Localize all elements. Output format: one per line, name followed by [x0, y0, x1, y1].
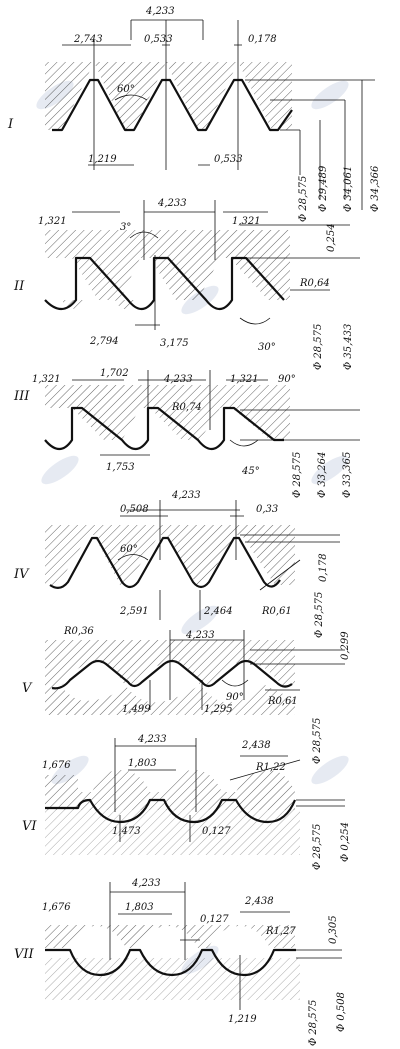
- dim-label: 4,233: [185, 630, 215, 641]
- dim-label: 0,254: [326, 223, 337, 252]
- roman-numeral: VI: [22, 819, 37, 834]
- dim-label: 0,508: [120, 504, 149, 515]
- profile-V: V 4,233 R0,36 0,299 1,499 1,295 90° R0,6…: [22, 626, 351, 764]
- dim-label: 0,533: [214, 154, 243, 165]
- dim-label: 1,321: [38, 216, 67, 227]
- profile-VI: VI 4,233 1,676 1,803 2,438 R1,22 1,473 0…: [22, 734, 351, 870]
- diameter-label: Φ 35,433: [343, 324, 354, 370]
- dim-label: 60°: [120, 544, 138, 555]
- diameter-label: Φ 0,508: [336, 992, 347, 1032]
- diameter-label: Φ 29,489: [318, 165, 329, 212]
- dim-label: 90°: [226, 692, 244, 703]
- dim-label: 0,178: [248, 34, 277, 45]
- profile-VII: VII 4,233 1,676 1,803 0,127 2,438 R1,27 …: [14, 878, 347, 1046]
- dim-label: 60°: [117, 84, 135, 95]
- diameter-label: Φ 34,366: [370, 165, 381, 212]
- dim-label: 1,676: [42, 760, 71, 771]
- profile-II: II 4,233 1,321 3° 1,321 0,254 R0,64 2,79…: [13, 198, 360, 370]
- diameter-label: Φ 0,254: [340, 822, 351, 862]
- dim-label: 4,233: [137, 734, 167, 745]
- diameter-label: Φ 28,575: [298, 176, 309, 222]
- dim-label: 0,305: [328, 915, 339, 944]
- dim-label: 1,321: [32, 374, 61, 385]
- profile-I: I 4,233 2,743 0,533 0,178 60° 1,219 0,53…: [7, 6, 381, 222]
- dim-label: 2,438: [241, 740, 271, 751]
- dim-label: 0,178: [318, 553, 329, 582]
- dim-label: 4,233: [145, 6, 175, 17]
- dim-label: 2,794: [89, 336, 119, 347]
- diameter-label: Φ 34,061: [343, 166, 354, 212]
- dim-label: 30°: [258, 342, 276, 353]
- dim-label: 0,127: [202, 826, 231, 837]
- dim-label: R0,36: [63, 626, 94, 637]
- dim-label: 4,233: [171, 490, 201, 501]
- dim-label: R1,22: [255, 762, 286, 773]
- dim-label: 2,464: [203, 606, 233, 617]
- dim-label: 1,676: [42, 902, 71, 913]
- diameter-label: Φ 28,575: [312, 718, 323, 764]
- dim-label: 1,321: [230, 374, 259, 385]
- dim-label: 4,233: [163, 374, 193, 385]
- dim-label: 2,438: [244, 896, 274, 907]
- dim-label: 3°: [120, 222, 131, 233]
- roman-numeral: III: [13, 389, 30, 404]
- dim-label: 1,702: [100, 368, 129, 379]
- dim-label: R1,27: [265, 926, 296, 937]
- dim-label: 2,743: [73, 34, 103, 45]
- dim-label: 0,533: [144, 34, 173, 45]
- dim-label: 3,175: [160, 338, 189, 349]
- dim-label: 90°: [278, 374, 296, 385]
- dim-label: 1,753: [106, 462, 135, 473]
- diameter-label: Φ 28,575: [292, 452, 303, 498]
- dim-label: 1,219: [228, 1014, 257, 1025]
- diameter-label: Φ 33,365: [342, 452, 353, 498]
- diameter-label: Φ 28,575: [312, 824, 323, 870]
- dim-label: 1,499: [122, 704, 151, 715]
- dim-label: 1,295: [204, 704, 233, 715]
- dim-label: 1,803: [125, 902, 154, 913]
- roman-numeral: II: [13, 279, 25, 294]
- dim-label: 1,473: [112, 826, 141, 837]
- roman-numeral: I: [7, 117, 14, 132]
- dim-label: 0,33: [256, 504, 278, 515]
- dim-label: 4,233: [131, 878, 161, 889]
- dim-label: 2,591: [119, 606, 149, 617]
- diameter-label: Φ 28,575: [308, 1000, 319, 1046]
- roman-numeral: V: [22, 681, 33, 696]
- dim-label: 45°: [241, 466, 260, 477]
- dim-label: R0,64: [299, 278, 330, 289]
- dim-label: R0,61: [261, 606, 292, 617]
- diameter-label: Φ 28,575: [314, 592, 325, 638]
- roman-numeral: VII: [14, 947, 35, 962]
- dim-label: R0,61: [267, 696, 298, 707]
- profile-III: III 1,321 1,702 4,233 1,321 90° R0,74 1,…: [13, 368, 360, 498]
- dim-label: 0,299: [340, 631, 351, 660]
- dim-label: 1,219: [88, 154, 117, 165]
- dim-label: 0,127: [200, 914, 229, 925]
- dim-label: R0,74: [171, 402, 202, 413]
- dim-label: 4,233: [157, 198, 187, 209]
- dim-label: 1,321: [232, 216, 261, 227]
- profile-IV: IV 4,233 0,508 0,33 60° 2,591 2,464 R0,6…: [13, 490, 340, 638]
- diameter-label: Φ 33,264: [317, 452, 328, 498]
- diameter-label: Φ 28,575: [313, 324, 324, 370]
- dim-label: 1,803: [128, 758, 157, 769]
- roman-numeral: IV: [13, 567, 30, 582]
